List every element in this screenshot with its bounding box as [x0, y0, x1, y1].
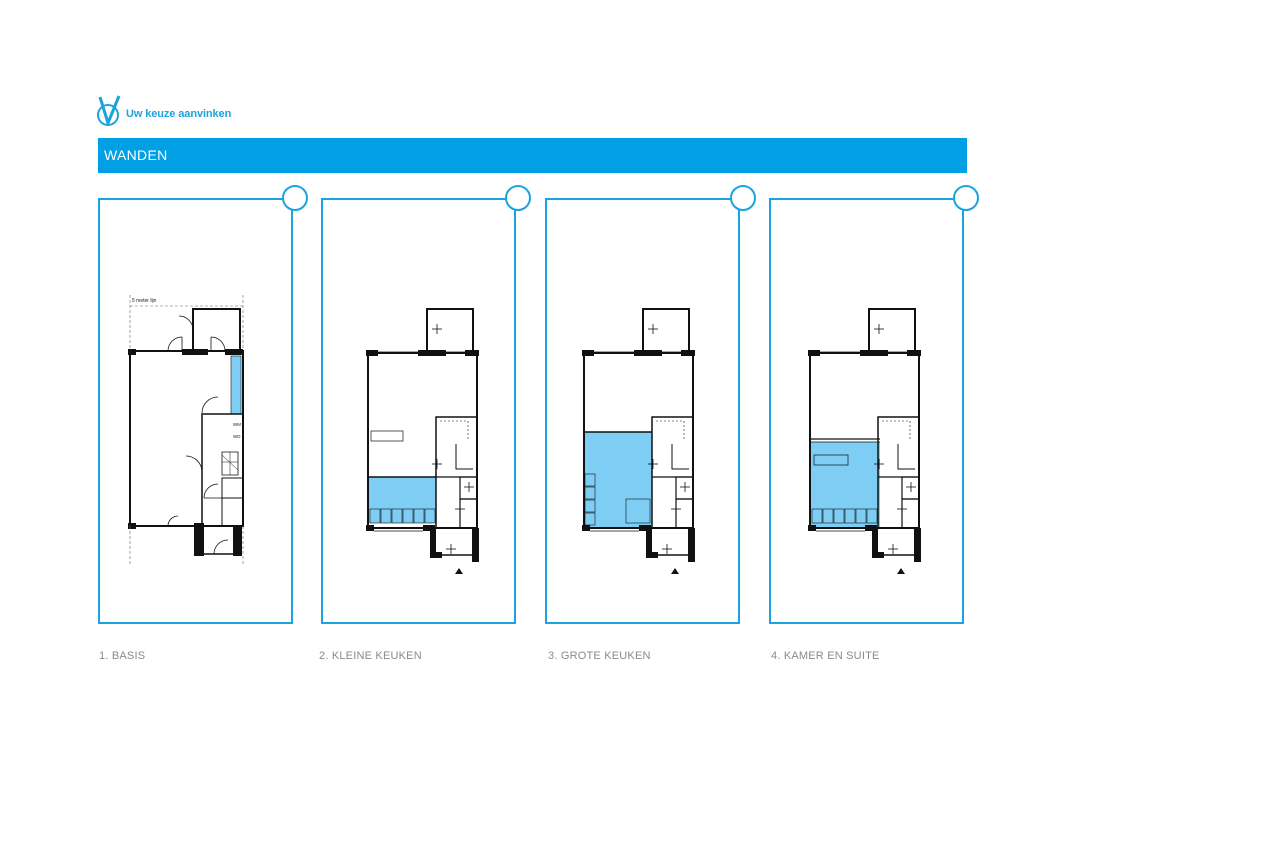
floor-plan-kamer-en-suite: [807, 308, 922, 575]
floor-plan-grote-keuken: [581, 308, 696, 575]
brand-text: Uw keuze aanvinken: [126, 108, 232, 120]
option-checkbox-basis[interactable]: [282, 185, 308, 211]
floor-plan-basis: 5 meter lijn WM WD: [128, 295, 244, 565]
option-checkbox-kleine-keuken[interactable]: [505, 185, 531, 211]
wm-label: WM: [233, 422, 241, 427]
caption-kamer-en-suite: 4. KAMER EN SUITE: [771, 650, 880, 662]
option-card-kleine-keuken[interactable]: [321, 198, 516, 624]
section-title: WANDEN: [104, 147, 168, 163]
brand-logo: Uw keuze aanvinken: [96, 94, 231, 128]
five-meter-line-label: 5 meter lijn: [132, 298, 157, 304]
option-checkbox-kamer-en-suite[interactable]: [953, 185, 979, 211]
caption-basis: 1. BASIS: [99, 650, 146, 662]
section-banner: WANDEN: [98, 138, 967, 173]
caption-kleine-keuken: 2. KLEINE KEUKEN: [319, 650, 422, 662]
option-card-kamer-en-suite[interactable]: [769, 198, 964, 624]
caption-grote-keuken: 3. GROTE KEUKEN: [548, 650, 651, 662]
option-card-grote-keuken[interactable]: [545, 198, 740, 624]
option-checkbox-grote-keuken[interactable]: [730, 185, 756, 211]
checkmark-v-icon: [97, 95, 121, 126]
wd-label: WD: [233, 434, 241, 439]
floor-plan-kleine-keuken: [365, 308, 480, 575]
